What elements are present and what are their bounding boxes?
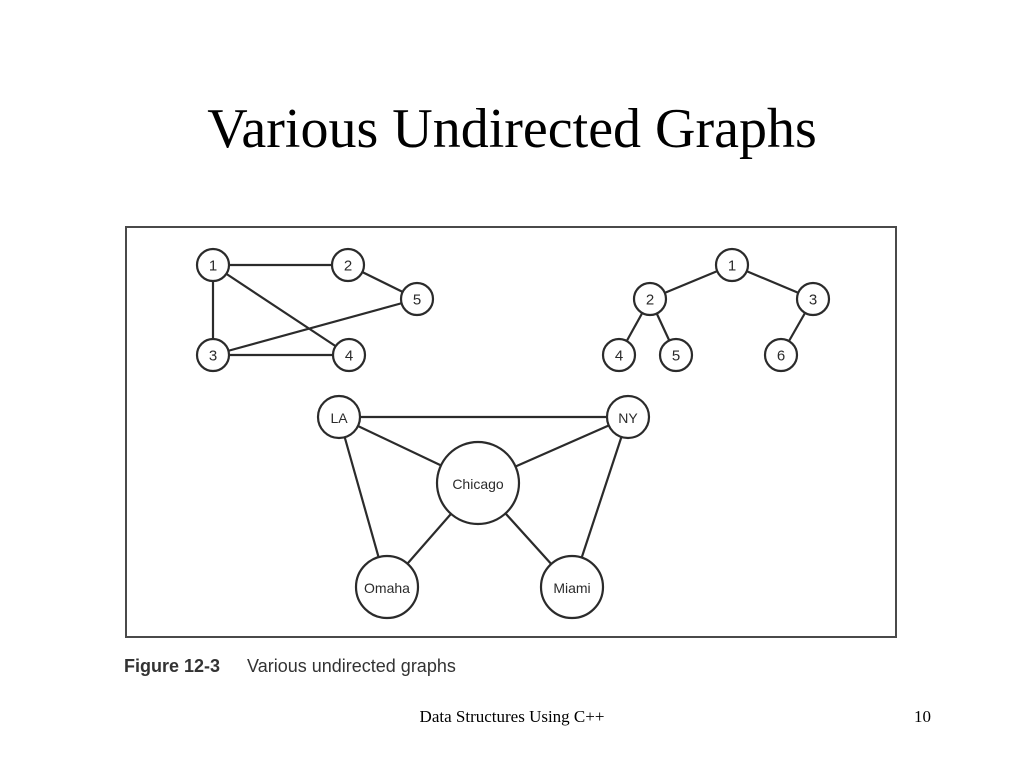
graph-c-node-circle-la bbox=[316, 394, 362, 440]
graph-b-node-circle-3 bbox=[795, 281, 831, 317]
page-number: 10 bbox=[914, 707, 931, 726]
graph-c-node-label-ny: NY bbox=[618, 410, 638, 426]
graph-a-node-2: 2 bbox=[330, 247, 366, 283]
graph-b-node-label-1: 1 bbox=[728, 258, 736, 275]
graph-b-node-5: 5 bbox=[658, 337, 694, 373]
graph-a-node-3: 3 bbox=[195, 337, 231, 373]
graph-a-edge-1-4 bbox=[212, 264, 350, 356]
graph-b-node-6: 6 bbox=[763, 337, 799, 373]
graph-b-node-circle-2 bbox=[632, 281, 668, 317]
graph-a-node-label-5: 5 bbox=[413, 292, 421, 309]
graph-a-node-circle-1 bbox=[195, 247, 231, 283]
slide-title: Various Undirected Graphs bbox=[207, 98, 817, 160]
graph-a-node-circle-3 bbox=[195, 337, 231, 373]
caption-number: Figure 12-3 bbox=[124, 656, 221, 676]
graph-c-node-circle-chicago bbox=[435, 440, 521, 526]
graph-c-node-omaha: Omaha bbox=[354, 554, 420, 620]
graph-a-node-label-1: 1 bbox=[209, 258, 217, 275]
graph-c-node-label-miami: Miami bbox=[553, 580, 590, 596]
graph-a-node-label-2: 2 bbox=[344, 258, 352, 275]
graph-b-node-circle-5 bbox=[658, 337, 694, 373]
graph-b-node-3: 3 bbox=[795, 281, 831, 317]
graph-b-node-label-6: 6 bbox=[777, 348, 785, 365]
graph-a-node-1: 1 bbox=[195, 247, 231, 283]
graph-b-node-1: 1 bbox=[714, 247, 750, 283]
graph-a: 1 2 3 4 5 bbox=[195, 247, 435, 373]
graph-c-node-label-chicago: Chicago bbox=[452, 476, 504, 492]
graph-c-node-ny: NY bbox=[605, 394, 651, 440]
graph-c-node-miami: Miami bbox=[539, 554, 605, 620]
graph-b-node-4: 4 bbox=[601, 337, 637, 373]
graph-b-node-label-2: 2 bbox=[646, 292, 654, 309]
figure-caption: Figure 12-3 Various undirected graphs bbox=[124, 656, 456, 677]
graph-a-node-label-4: 4 bbox=[345, 348, 353, 365]
graph-c-node-chicago: Chicago bbox=[435, 440, 521, 526]
graph-a-node-4: 4 bbox=[331, 337, 367, 373]
graph-c-node-circle-omaha bbox=[354, 554, 420, 620]
graph-b-node-label-4: 4 bbox=[615, 348, 623, 365]
graph-a-node-circle-5 bbox=[399, 281, 435, 317]
graph-c-node-circle-miami bbox=[539, 554, 605, 620]
graph-c-node-circle-ny bbox=[605, 394, 651, 440]
graph-b: 1 2 3 4 5 6 bbox=[601, 247, 831, 373]
slide-footer: Data Structures Using C++ bbox=[419, 707, 605, 726]
graph-a-node-5: 5 bbox=[399, 281, 435, 317]
graph-b-node-circle-6 bbox=[763, 337, 799, 373]
graph-a-edge-3-5 bbox=[212, 297, 418, 357]
graph-b-node-circle-4 bbox=[601, 337, 637, 373]
caption-text: Various undirected graphs bbox=[247, 656, 456, 676]
graph-a-node-circle-2 bbox=[330, 247, 366, 283]
graph-b-node-2: 2 bbox=[632, 281, 668, 317]
graph-b-node-label-5: 5 bbox=[672, 348, 680, 365]
graph-c-node-label-omaha: Omaha bbox=[364, 580, 410, 596]
graph-a-node-circle-4 bbox=[331, 337, 367, 373]
graph-b-node-label-3: 3 bbox=[809, 292, 817, 309]
graph-a-node-label-3: 3 bbox=[209, 348, 217, 365]
graph-c-node-la: LA bbox=[316, 394, 362, 440]
graph-b-node-circle-1 bbox=[714, 247, 750, 283]
figure-frame bbox=[125, 226, 897, 638]
graph-c-node-label-la: LA bbox=[330, 410, 348, 426]
